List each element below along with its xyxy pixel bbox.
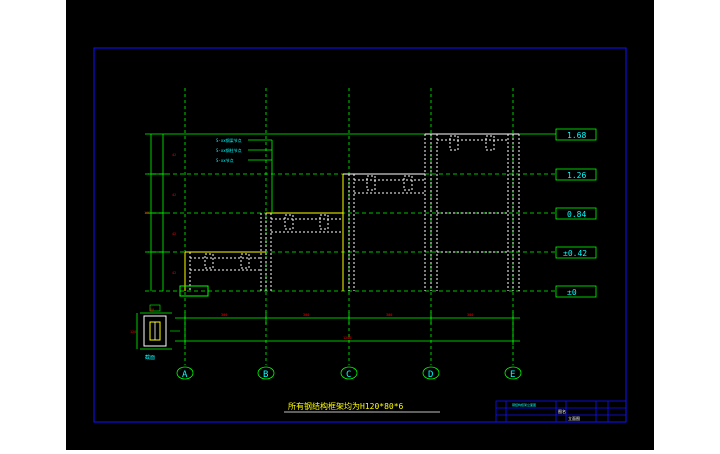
axis-bubble-b xyxy=(257,366,275,380)
axis-label-a: A xyxy=(182,370,188,380)
axis-bubble-d xyxy=(422,366,440,380)
axis-label-d: D xyxy=(428,370,433,380)
axis-bubble-e xyxy=(504,366,522,380)
elev-label-084: 0.84 xyxy=(567,210,586,219)
elev-box-084 xyxy=(555,207,597,220)
legend-item-1: S-xx钢柱节点 xyxy=(216,147,242,153)
span-dim-1: 300 xyxy=(303,313,309,317)
height-total-dim: 168 xyxy=(144,211,150,215)
cad-drawing: S-xx钢梁节点 S-xx钢柱节点 S-xx节点 1.68 1.26 0.84 … xyxy=(93,47,627,423)
drawing-title: 所有钢结构框架均为H120*80*6 xyxy=(288,401,404,411)
title-block-row1: 钢结构框架立面图 xyxy=(512,402,536,407)
elev-box-126 xyxy=(555,168,597,181)
drawing-frame xyxy=(93,47,627,423)
title-block-label: 图名 xyxy=(558,408,566,414)
elev-box-042 xyxy=(555,246,597,259)
axis-bubbles xyxy=(176,366,522,380)
height-dimension xyxy=(148,134,166,291)
steel-frame xyxy=(179,133,520,297)
axis-bubble-a xyxy=(176,366,194,380)
elev-label-042: ±0.42 xyxy=(563,249,587,258)
legend-leaders xyxy=(248,139,273,213)
elevation-markers xyxy=(555,128,597,298)
elev-box-0 xyxy=(555,285,597,298)
title-block xyxy=(495,400,627,423)
height-part-2: 42 xyxy=(172,232,176,236)
span-dim-2: 300 xyxy=(386,313,392,317)
elev-label-126: 1.26 xyxy=(567,171,586,180)
section-label: 截面 xyxy=(145,354,155,361)
cad-viewport[interactable]: S-xx钢梁节点 S-xx钢柱节点 S-xx节点 1.68 1.26 0.84 … xyxy=(66,0,654,450)
bottom-dimensions xyxy=(175,312,520,345)
height-part-0: 42 xyxy=(172,153,176,157)
section-dim-1: 120 xyxy=(130,330,136,334)
elev-box-168 xyxy=(555,128,597,141)
span-dim-3: 300 xyxy=(467,313,473,317)
legend-item-2: S-xx节点 xyxy=(216,157,234,163)
height-part-3: 42 xyxy=(172,271,176,275)
axis-label-c: C xyxy=(346,370,351,380)
elev-label-0: ±0 xyxy=(567,288,577,297)
elev-label-168: 1.68 xyxy=(567,131,586,140)
axis-label-e: E xyxy=(510,370,515,380)
axis-label-b: B xyxy=(263,370,268,380)
span-dim-0: 300 xyxy=(221,313,227,317)
height-part-1: 42 xyxy=(172,193,176,197)
section-dim-0: 80 xyxy=(150,308,154,312)
legend-item-0: S-xx钢梁节点 xyxy=(216,137,242,143)
title-block-name: 立面图 xyxy=(568,415,580,421)
section-detail xyxy=(136,304,180,350)
total-dim: 1200 xyxy=(343,336,351,340)
axis-bubble-c xyxy=(340,366,358,380)
